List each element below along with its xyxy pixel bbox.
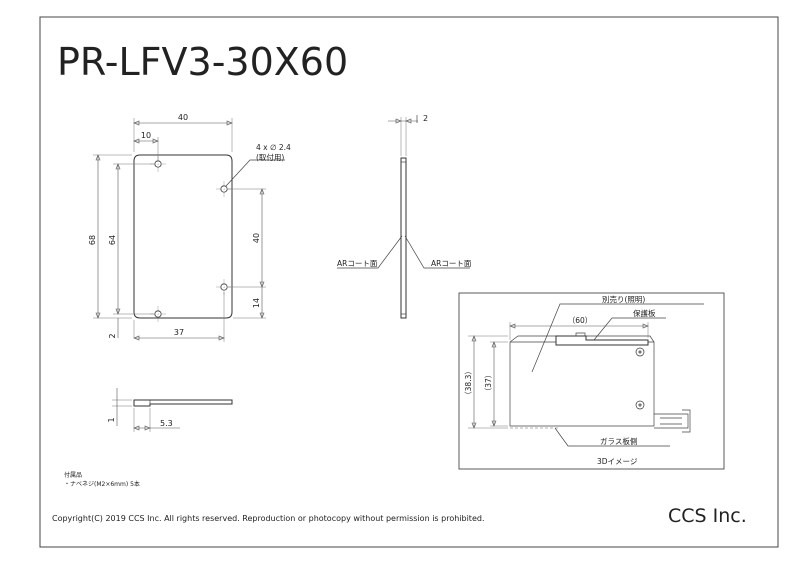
front-view: 40 10 4 x ∅ 2.4 (取付用) 68 64 2 37 bbox=[88, 113, 291, 342]
view-3d-frame bbox=[458, 292, 725, 470]
dim-height-outer: 68 bbox=[88, 235, 97, 245]
label-glass: ガラス板側 bbox=[600, 436, 637, 446]
accessory-heading: 付属品 bbox=[64, 471, 82, 479]
label-light: 別売り(照明) bbox=[602, 294, 645, 304]
company-name: CCS Inc. bbox=[668, 505, 747, 527]
ar-coat-right: ARコート面 bbox=[431, 259, 472, 268]
dim-hole-offset: 10 bbox=[141, 131, 151, 140]
side-view: 2 ARコート面 ARコート面 bbox=[337, 114, 472, 319]
dim-hole-spacing: 40 bbox=[252, 233, 261, 243]
dim-3d-width: （60） bbox=[568, 316, 593, 325]
drawing-title: PR-LFV3-30X60 bbox=[57, 40, 348, 84]
view-3d: （60） （38.3） （37） 別売り(照明) 保護板 ガラス板側 3Dイメー… bbox=[458, 292, 725, 470]
dim-width: 40 bbox=[178, 113, 188, 122]
dim-3d-inner: （37） bbox=[484, 371, 493, 396]
bottom-view: 5.3 1 bbox=[107, 388, 233, 432]
hole-note-sub: (取付用) bbox=[256, 152, 284, 162]
side-plate bbox=[400, 157, 407, 319]
dim-bottom-length: 5.3 bbox=[160, 419, 173, 428]
bottom-bracket bbox=[133, 399, 233, 407]
dim-bottom-offset: 1 bbox=[107, 417, 116, 422]
hole-note: 4 x ∅ 2.4 bbox=[256, 143, 291, 152]
accessory-item: ・ナベネジ(M2×6mm) 5本 bbox=[64, 480, 140, 488]
dim-3d-outer: （38.3） bbox=[464, 367, 473, 399]
label-protect: 保護板 bbox=[633, 308, 656, 318]
sheet-border bbox=[39, 16, 779, 548]
dim-thickness: 2 bbox=[423, 114, 428, 123]
dim-bottom-width: 37 bbox=[174, 328, 184, 337]
dim-height-inner: 64 bbox=[108, 235, 117, 245]
ar-coat-left: ARコート面 bbox=[337, 259, 378, 268]
copyright-notice: Copyright(C) 2019 CCS Inc. All rights re… bbox=[52, 514, 484, 523]
dim-bottom-hole: 14 bbox=[252, 298, 261, 308]
dim-bottom-edge: 2 bbox=[108, 333, 117, 338]
plate-outline bbox=[133, 154, 233, 319]
view-3d-caption: 3Dイメージ bbox=[597, 457, 638, 466]
